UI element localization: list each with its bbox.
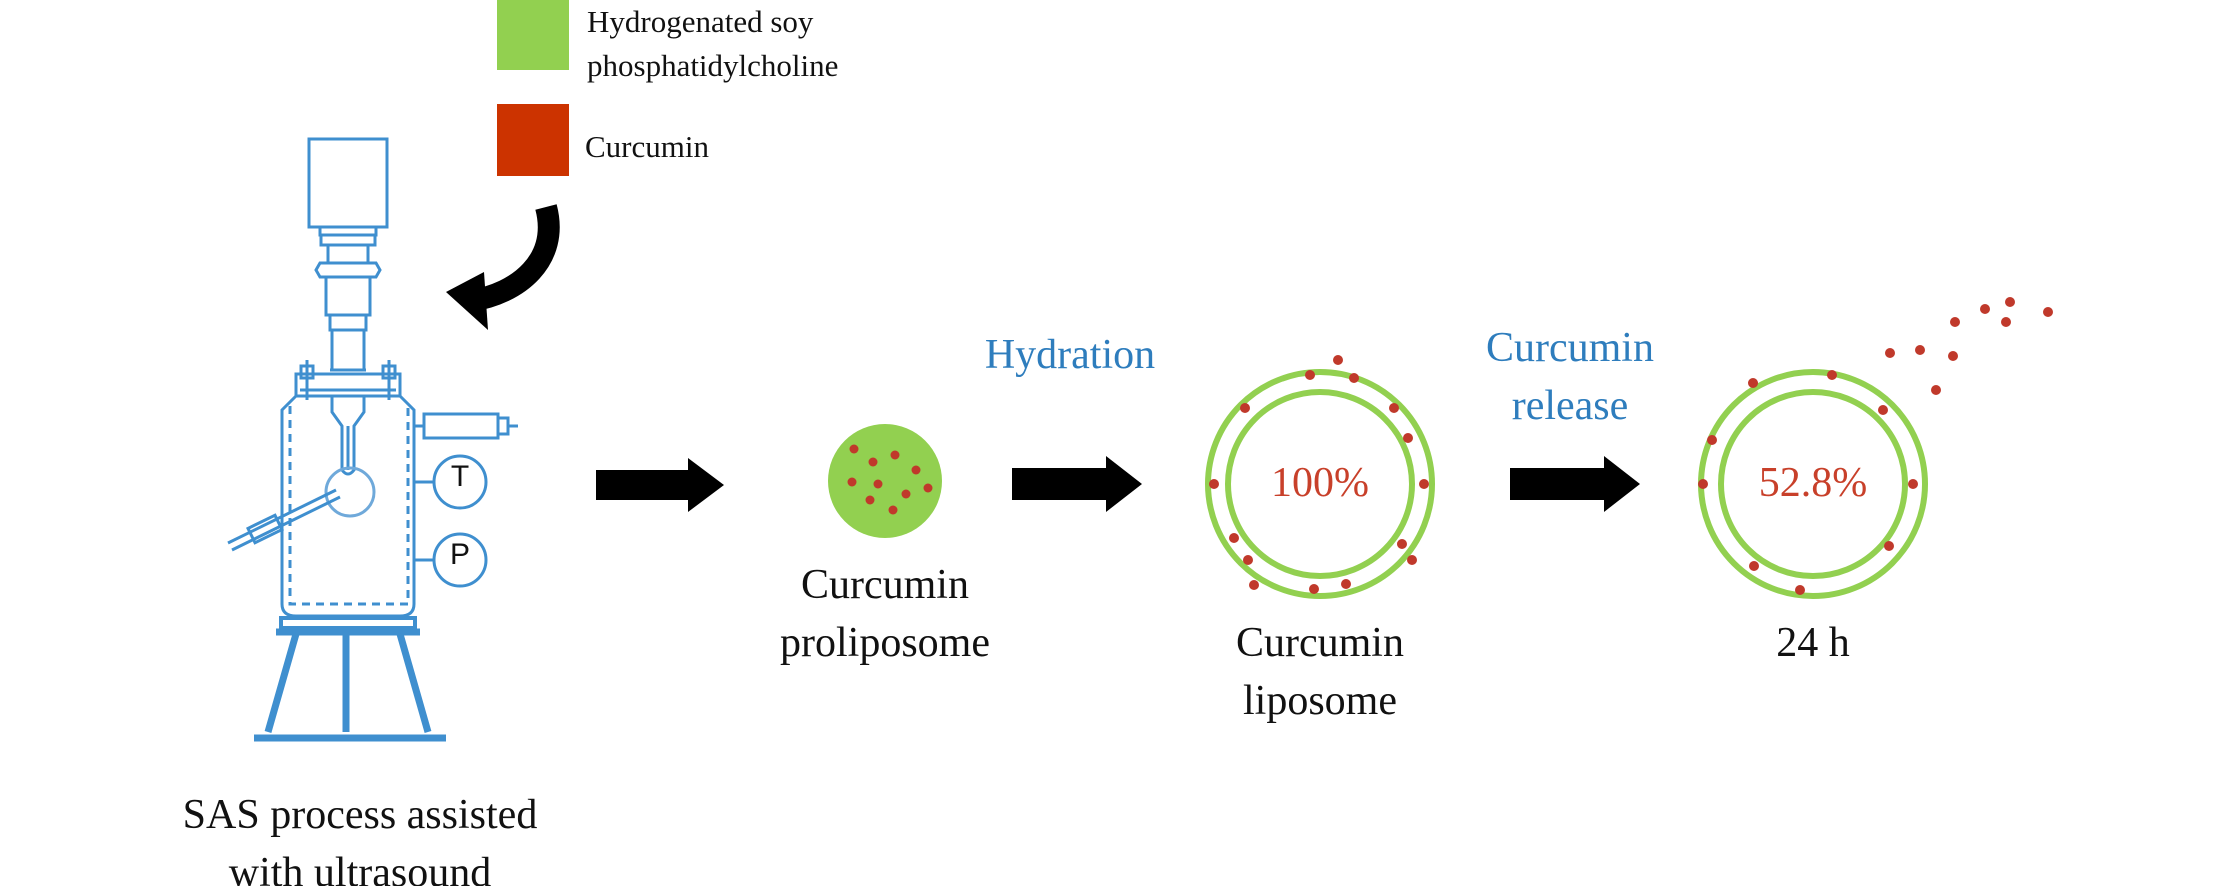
right-arrow-icon <box>596 458 724 512</box>
lipid-legend-swatch <box>497 0 569 70</box>
proliposome-caption: Curcumin proliposome <box>735 556 1035 672</box>
curcumin-legend-swatch <box>497 104 569 176</box>
apparatus-caption-line-2: with ultrasound <box>228 850 492 886</box>
liposome-percent: 100% <box>1271 460 1369 506</box>
pressure-gauge <box>432 532 488 588</box>
curcumin-legend-line-1: Curcumin <box>585 129 709 164</box>
release-label-line-1: Curcumin <box>1486 325 1654 371</box>
apparatus-caption-line-1: SAS process assisted <box>182 792 538 838</box>
liposome-caption: Curcumin liposome <box>1170 614 1470 730</box>
lipid-legend-line-1: Hydrogenated soy <box>587 4 814 39</box>
liposome-caption-line-1: Curcumin <box>1236 620 1404 666</box>
released-curcumin-dots <box>1698 297 2053 595</box>
apparatus-stand <box>254 616 446 742</box>
apparatus-caption: SAS process assisted with ultrasound <box>100 786 620 886</box>
temperature-gauge <box>432 454 488 510</box>
curved-arrow-icon <box>446 204 560 330</box>
right-arrow-icon <box>1012 456 1142 512</box>
hydration-label: Hydration <box>984 332 1156 378</box>
curcumin-legend-label: Curcumin <box>585 125 709 169</box>
release-label: Curcumin release <box>1440 319 1700 435</box>
liposome-curcumin-dots <box>1209 355 1429 594</box>
released-caption: 24 h <box>1663 614 1963 672</box>
process-arrows <box>596 456 1640 512</box>
proliposome-particle <box>828 424 942 538</box>
lipid-legend-line-2: phosphatidylcholine <box>587 48 839 83</box>
proliposome-caption-line-2: proliposome <box>780 620 990 666</box>
released-caption-line-1: 24 h <box>1776 620 1850 666</box>
pressure-gauge-label: P <box>449 538 470 571</box>
ultrasound-transducer <box>307 137 389 229</box>
liposome-caption-line-2: liposome <box>1243 678 1397 724</box>
proliposome-caption-line-1: Curcumin <box>801 562 969 608</box>
right-arrow-icon <box>1510 456 1640 512</box>
liposome-particle <box>1205 369 1435 599</box>
released-percent: 52.8% <box>1758 460 1868 506</box>
lipid-legend-label: Hydrogenated soy phosphatidylcholine <box>587 0 838 88</box>
temperature-gauge-label: T <box>450 460 470 493</box>
release-label-line-2: release <box>1511 383 1629 429</box>
